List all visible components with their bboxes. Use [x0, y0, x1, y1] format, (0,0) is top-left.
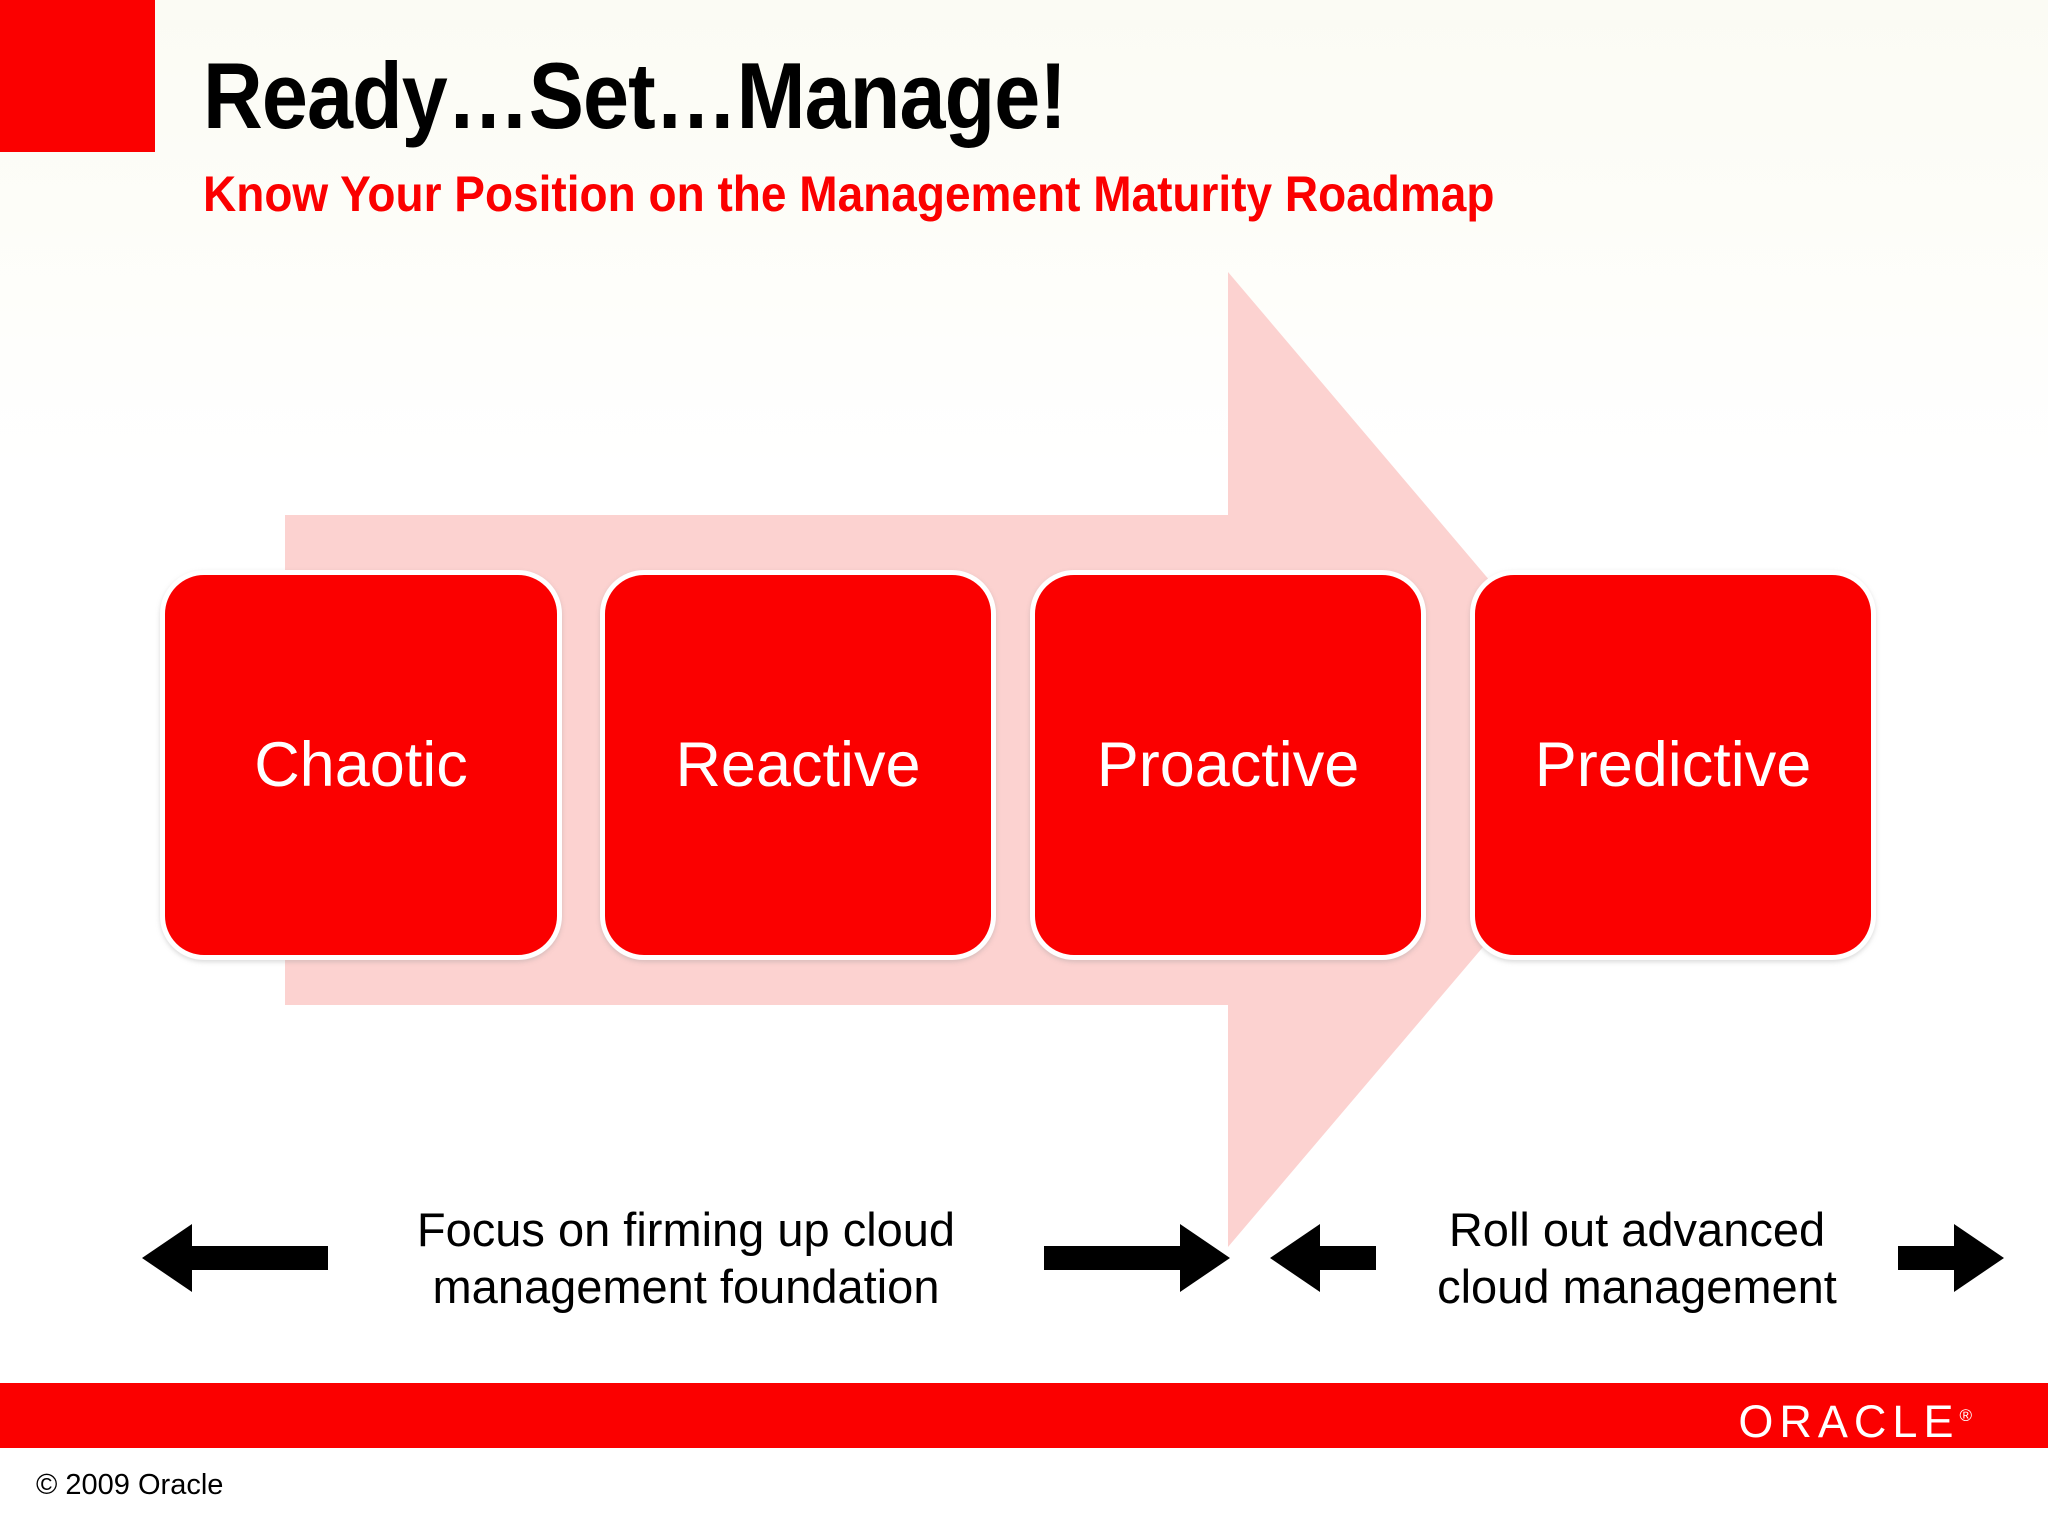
- stage-box-chaotic[interactable]: Chaotic: [160, 570, 562, 960]
- stage-box-proactive[interactable]: Proactive: [1030, 570, 1426, 960]
- annotation-foundation: Focus on firming up cloud management fou…: [140, 1198, 1230, 1318]
- page-subtitle: Know Your Position on the Management Mat…: [203, 166, 1495, 222]
- oracle-logo: ORACLE®: [1738, 1392, 1972, 1446]
- copyright-text: © 2009 Oracle: [36, 1469, 224, 1501]
- annotation-label: Focus on firming up cloud management fou…: [416, 1203, 956, 1313]
- stage-label: Proactive: [1096, 730, 1360, 800]
- stage-box-reactive[interactable]: Reactive: [600, 570, 996, 960]
- footer-bar: [0, 1383, 2048, 1448]
- arrow-left-icon: [1270, 1224, 1376, 1292]
- stage-box-predictive[interactable]: Predictive: [1470, 570, 1876, 960]
- arrow-left-icon: [142, 1224, 328, 1292]
- annotation-label: Roll out advanced cloud management: [1437, 1203, 1837, 1313]
- stage-label: Predictive: [1534, 730, 1812, 800]
- oracle-wordmark: ORACLE: [1738, 1396, 1960, 1447]
- stage-label: Chaotic: [254, 730, 468, 800]
- registered-trademark-icon: ®: [1959, 1406, 1972, 1425]
- stage-label: Reactive: [675, 730, 921, 800]
- brand-corner-square: [0, 0, 155, 152]
- arrow-right-icon: [1044, 1224, 1230, 1292]
- page-title: Ready…Set…Manage!: [203, 43, 1067, 148]
- arrow-right-icon: [1898, 1224, 2004, 1292]
- annotation-advanced: Roll out advanced cloud management: [1268, 1198, 2004, 1318]
